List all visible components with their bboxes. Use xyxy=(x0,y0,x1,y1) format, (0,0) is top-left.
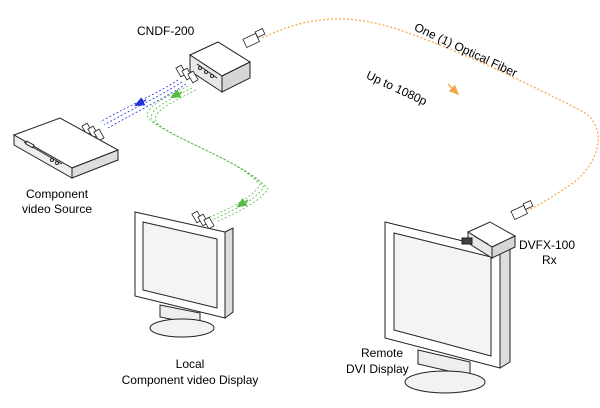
component-connectors-local-icon xyxy=(191,210,215,230)
component-connectors-cndf-icon xyxy=(175,64,199,84)
source-label-line1: Component xyxy=(26,187,89,201)
fiber-connector-top-icon xyxy=(242,28,266,49)
green-video-cable xyxy=(147,85,269,223)
fiber-direction-arrow xyxy=(447,83,460,96)
local-monitor-icon xyxy=(134,211,234,338)
cndf-label: CNDF-200 xyxy=(137,24,195,38)
cndf-200-box-icon xyxy=(188,41,252,93)
blue-direction-arrow xyxy=(133,97,147,107)
remote-label-line2: DVI Display xyxy=(346,362,409,376)
local-label-line1: Local xyxy=(175,357,205,371)
component-connectors-source-icon xyxy=(81,122,105,142)
dvi-receiver-icon xyxy=(461,221,517,259)
dvfx-label-line2: Rx xyxy=(542,253,557,267)
fiber-connector-bottom-icon xyxy=(510,200,534,221)
green-direction-arrow-top xyxy=(169,89,183,99)
optical-fiber-cable xyxy=(261,18,599,211)
blue-video-cable xyxy=(99,79,187,129)
local-label-line2: Component video Display xyxy=(121,373,259,387)
dvd-player-icon xyxy=(12,117,120,179)
dvfx-label-line1: DVFX-100 xyxy=(519,238,576,252)
remote-label-line1: Remote xyxy=(361,346,404,360)
green-direction-arrow-bottom xyxy=(236,198,249,208)
remote-monitor-icon xyxy=(384,221,511,394)
source-label-line2: video Source xyxy=(22,202,93,216)
